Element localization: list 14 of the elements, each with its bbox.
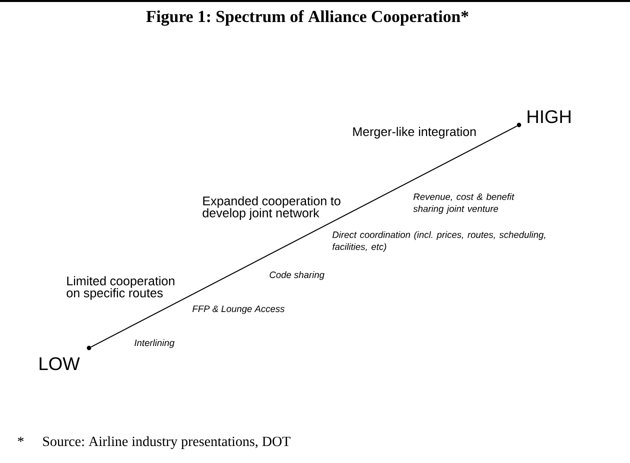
example-label: Revenue, cost & benefit sharing joint venture xyxy=(413,193,514,214)
stage-label: Limited cooperation on specific routes xyxy=(66,276,174,300)
end-label: HIGH xyxy=(528,110,570,124)
example-label: Interlining xyxy=(134,339,174,348)
spectrum-line xyxy=(90,126,518,348)
stage-label: Expanded cooperation to develop joint network xyxy=(202,196,340,220)
footnote-text: Source: Airline industry presentations, DOT xyxy=(43,436,290,450)
stage-label: Merger-like integration xyxy=(353,126,476,139)
end-label: LOW xyxy=(40,357,80,370)
example-label: Direct coordination (incl. prices, routes, scheduling, facilities, etc) xyxy=(332,231,546,252)
example-label: Code sharing xyxy=(270,271,324,280)
figure-title: Figure 1: Spectrum of Alliance Cooperation* xyxy=(146,10,468,26)
example-label: FFP & Lounge Access xyxy=(192,306,285,314)
footnote-marker: * xyxy=(18,436,24,442)
